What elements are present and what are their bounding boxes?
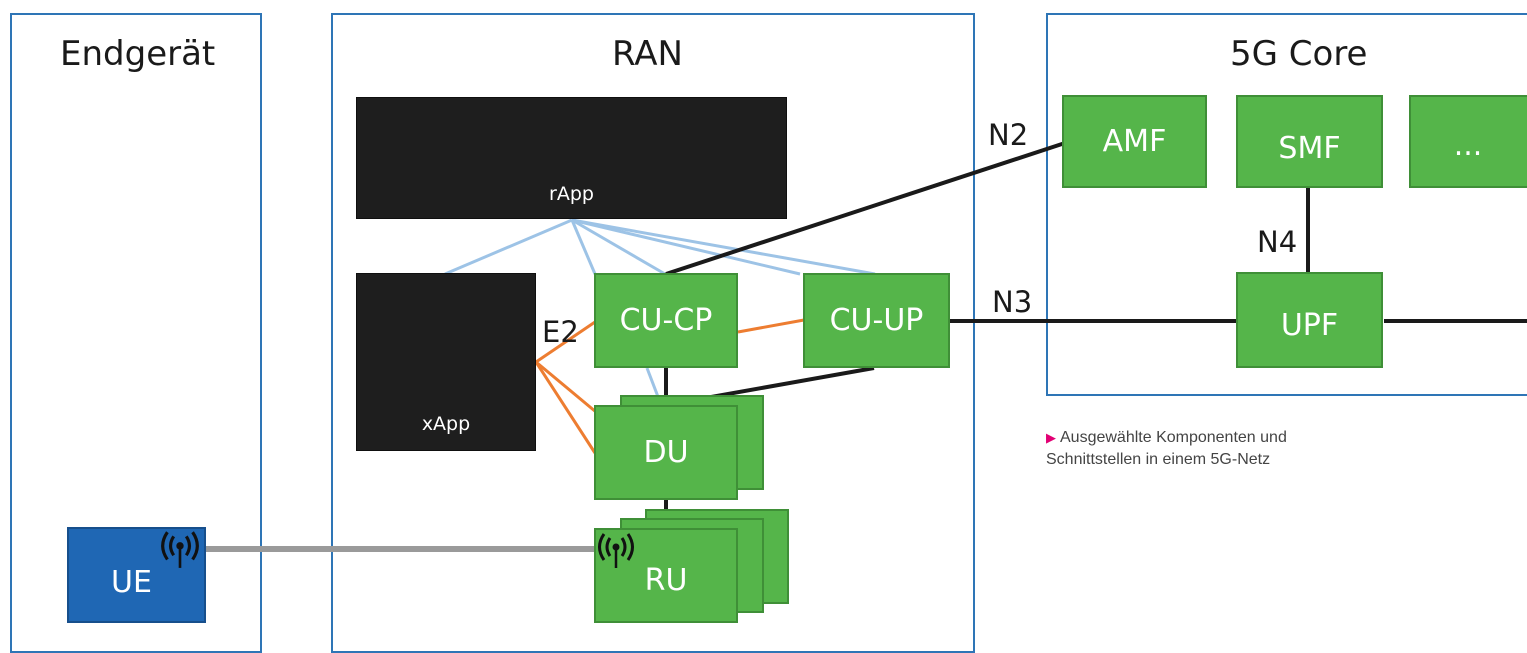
link-n2 [665, 141, 1066, 276]
du-label: DU [643, 435, 689, 470]
link-rapp-cuup-left [571, 218, 801, 276]
rapp-label: rApp [549, 183, 594, 205]
upf-box[interactable]: UPF [1236, 272, 1383, 368]
link-e2-du [534, 361, 597, 454]
amf-label: AMF [1102, 124, 1167, 159]
link-rapp-xapp [444, 218, 573, 276]
figure-caption: ▶Ausgewählte Komponenten und Schnittstel… [1046, 427, 1287, 471]
cuup-box[interactable]: CU-UP [803, 273, 950, 368]
cucp-box[interactable]: CU-CP [594, 273, 738, 368]
link-rapp-cucp [571, 218, 666, 276]
label-n2: N2 [986, 118, 1031, 152]
ru-box[interactable]: RU [594, 528, 738, 623]
ru-label: RU [644, 563, 688, 598]
ue-label: UE [111, 564, 152, 600]
panel-title-endgeraet: Endgerät [60, 34, 216, 74]
caption-marker-icon: ▶ [1046, 430, 1056, 445]
xapp-label: xApp [421, 413, 471, 435]
ue-box[interactable]: UE [67, 527, 206, 623]
caption-line-1: ▶Ausgewählte Komponenten und [1046, 429, 1287, 446]
caption-line-2: Schnittstellen in einem 5G-Netz [1046, 451, 1271, 468]
panel-title-ran: RAN [612, 34, 683, 74]
cucp-label: CU-CP [619, 303, 713, 338]
rapp-box[interactable]: rApp [356, 97, 787, 219]
link-rapp-cucp-left [570, 219, 597, 275]
label-n3: N3 [990, 285, 1035, 319]
cuup-label: CU-UP [829, 303, 924, 338]
label-e2: E2 [542, 315, 579, 349]
upf-label: UPF [1280, 307, 1339, 343]
amf-box[interactable]: AMF [1062, 95, 1207, 188]
link-cucp-cuup [737, 318, 805, 334]
label-n4: N4 [1255, 225, 1300, 259]
more-box[interactable]: ... [1409, 95, 1527, 188]
link-rapp-cuup [571, 218, 876, 276]
panel-title-core: 5G Core [1230, 34, 1368, 74]
rapp-links [444, 218, 876, 403]
smf-label: SMF [1278, 131, 1341, 166]
du-box[interactable]: DU [594, 405, 738, 500]
link-e2-du-stack [535, 360, 597, 414]
xapp-box[interactable]: xApp [356, 273, 536, 451]
e2-links [534, 318, 805, 454]
connection-lines [206, 141, 1527, 552]
smf-box[interactable]: SMF [1236, 95, 1383, 188]
ru-antenna-icon [598, 533, 634, 568]
more-label: ... [1453, 128, 1483, 163]
ue-antenna-icon [161, 531, 199, 568]
panel-core [1046, 13, 1527, 396]
link-e2-cucp [535, 320, 596, 364]
